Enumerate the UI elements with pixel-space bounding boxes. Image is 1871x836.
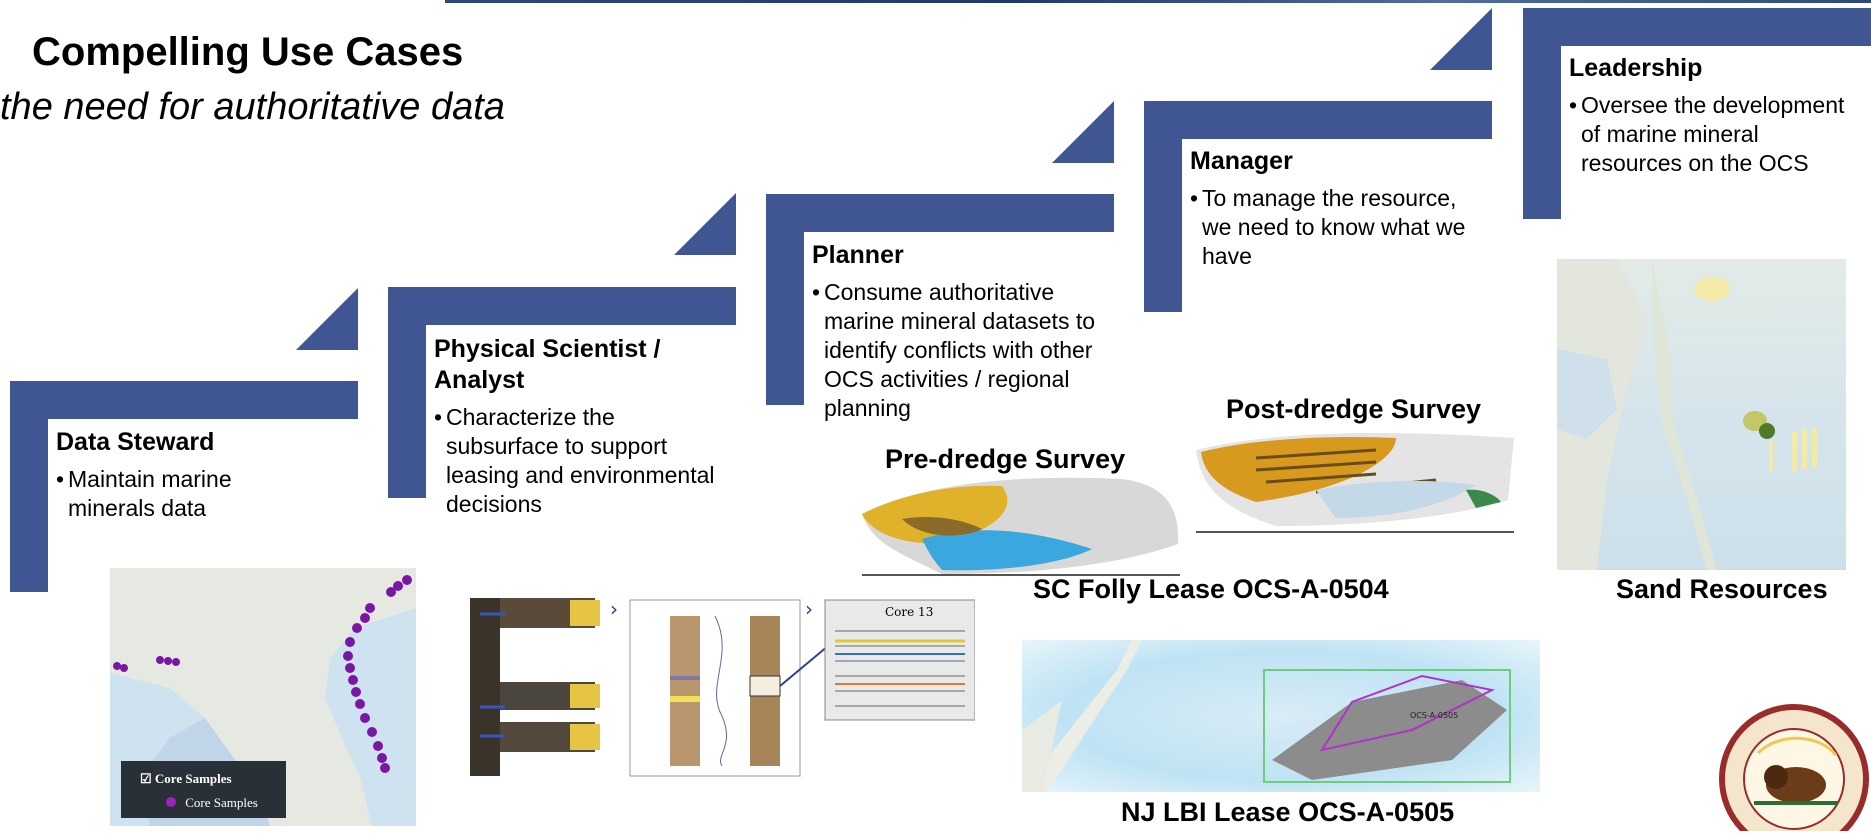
role-physical-scientist: Physical Scientist / Analyst • Character… [434, 334, 724, 519]
legend-title: Core Samples [154, 771, 232, 786]
role-description: Oversee the development of marine minera… [1581, 92, 1845, 176]
chevron-right-icon: › [805, 597, 813, 621]
top-banner-strip [445, 0, 1871, 3]
bullet-mark: • [1190, 185, 1199, 211]
step-triangle-3 [1052, 101, 1114, 163]
role-planner: Planner • Consume authoritative marine m… [812, 240, 1102, 423]
bullet-mark: • [1569, 92, 1578, 118]
role-description: Maintain marine minerals data [68, 466, 232, 521]
step-post-2 [388, 287, 426, 498]
role-description: To manage the resource, we need to know … [1202, 185, 1466, 269]
step-triangle-1 [296, 288, 358, 350]
role-title: Data Steward [56, 428, 215, 456]
bullet-mark: • [434, 404, 443, 430]
checkbox-icon: ☑ [140, 771, 152, 786]
step-bar-4 [1144, 101, 1492, 139]
role-title: Physical Scientist / Analyst [434, 335, 661, 394]
sc-lease-caption: SC Folly Lease OCS-A-0504 [1033, 574, 1389, 604]
role-leadership: Leadership • Oversee the development of … [1569, 53, 1859, 178]
purple-dot-icon [166, 797, 176, 807]
role-data-steward: Data Steward • Maintain marine minerals … [56, 427, 296, 523]
step-post-5 [1523, 8, 1561, 219]
step-triangle-2 [674, 193, 736, 255]
step-bar-2 [388, 287, 736, 325]
pre-dredge-survey-image [862, 474, 1180, 577]
sand-resources-caption: Sand Resources [1616, 574, 1828, 604]
map-legend: ☑ Core Samples Core Samples [121, 761, 286, 818]
core-analysis-figure: › › Core 13 [460, 596, 976, 778]
nj-lease-map: OCS-A-0505 [1022, 640, 1540, 792]
role-description: Characterize the subsurface to support l… [446, 404, 715, 517]
doi-seal-icon [1718, 703, 1870, 836]
step-post-3 [766, 194, 804, 405]
page-subtitle: the need for authoritative data [0, 86, 505, 128]
nj-polygon-label: OCS-A-0505 [1410, 711, 1458, 720]
step-post-4 [1144, 101, 1182, 312]
role-title: Leadership [1569, 54, 1703, 82]
bullet-mark: • [812, 279, 821, 305]
step-triangle-4 [1430, 8, 1492, 70]
step-bar-5 [1523, 8, 1871, 46]
core-figure-label: Core 13 [885, 605, 933, 619]
role-manager: Manager • To manage the resource, we nee… [1190, 146, 1490, 271]
role-title: Planner [812, 241, 904, 269]
post-dredge-caption: Post-dredge Survey [1226, 394, 1482, 424]
core-figure-image: › › Core 13 [460, 597, 976, 777]
chevron-right-icon: › [610, 597, 618, 621]
bullet-mark: • [56, 466, 65, 492]
role-description: Consume authoritative marine mineral dat… [824, 279, 1096, 421]
step-post-1 [10, 381, 48, 592]
nj-lease-caption: NJ LBI Lease OCS-A-0505 [1121, 797, 1455, 827]
post-dredge-survey-image [1196, 430, 1514, 534]
legend-item: Core Samples [185, 795, 258, 810]
role-title: Manager [1190, 147, 1293, 175]
pre-dredge-caption: Pre-dredge Survey [885, 444, 1126, 474]
page-title: Compelling Use Cases [32, 30, 464, 74]
step-bar-1 [10, 381, 358, 419]
step-bar-3 [766, 194, 1114, 232]
sand-resources-map [1557, 259, 1846, 570]
